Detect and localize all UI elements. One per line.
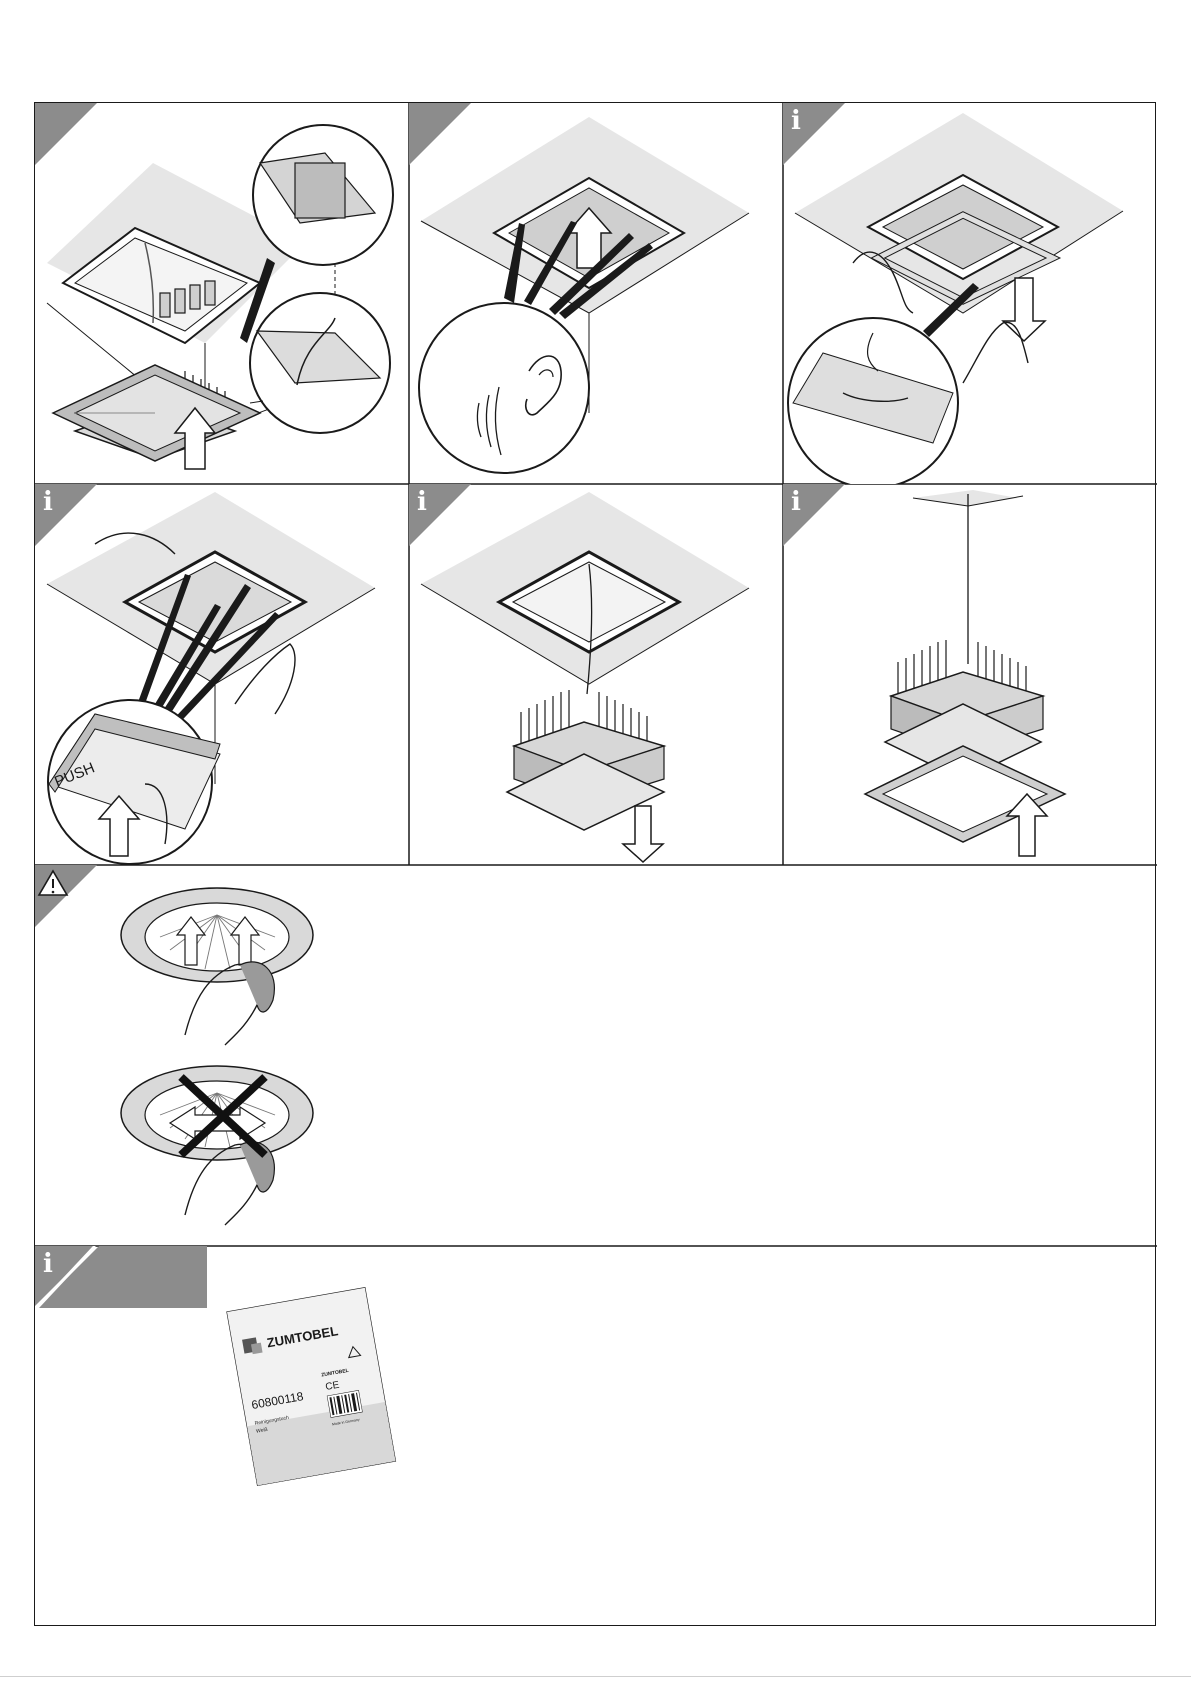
step-2-panel bbox=[409, 103, 783, 484]
info-glyph: i bbox=[417, 487, 427, 517]
accessory-illustration: i ZUMTOBEL ZUMTOBEL CE 60800118 Reinigun… bbox=[35, 1246, 1157, 1627]
step-5-illustration: i bbox=[409, 484, 783, 865]
corner-tab bbox=[409, 103, 471, 165]
accessory-panel: i ZUMTOBEL ZUMTOBEL CE 60800118 Reinigun… bbox=[35, 1246, 1157, 1627]
step-2-illustration bbox=[409, 103, 783, 484]
step-6-illustration: i bbox=[783, 484, 1157, 865]
step-3-panel: i bbox=[783, 103, 1157, 484]
cleaning-illustration bbox=[35, 865, 1157, 1246]
page-bottom-rule bbox=[0, 1676, 1191, 1677]
correct-cleaning-figure bbox=[121, 888, 313, 1045]
step-4-illustration: i PUSH bbox=[35, 484, 409, 865]
cleaning-cloth-package: ZUMTOBEL ZUMTOBEL CE 60800118 Reinigungs… bbox=[227, 1288, 395, 1486]
step-3-illustration: i bbox=[783, 103, 1157, 484]
cleaning-panel bbox=[35, 865, 1157, 1246]
warning-icon bbox=[35, 865, 97, 927]
step-5-panel: i bbox=[409, 484, 783, 865]
step-1-illustration bbox=[35, 103, 409, 484]
info-glyph: i bbox=[43, 1249, 53, 1279]
info-glyph: i bbox=[791, 487, 801, 517]
corner-tab bbox=[35, 103, 97, 165]
instruction-sheet: i i bbox=[34, 102, 1156, 1626]
step-4-panel: i PUSH bbox=[35, 484, 409, 865]
info-glyph: i bbox=[43, 487, 53, 517]
step-1-panel bbox=[35, 103, 409, 484]
step-6-panel: i bbox=[783, 484, 1157, 865]
info-glyph: i bbox=[791, 106, 801, 136]
incorrect-cleaning-figure bbox=[121, 1066, 313, 1225]
